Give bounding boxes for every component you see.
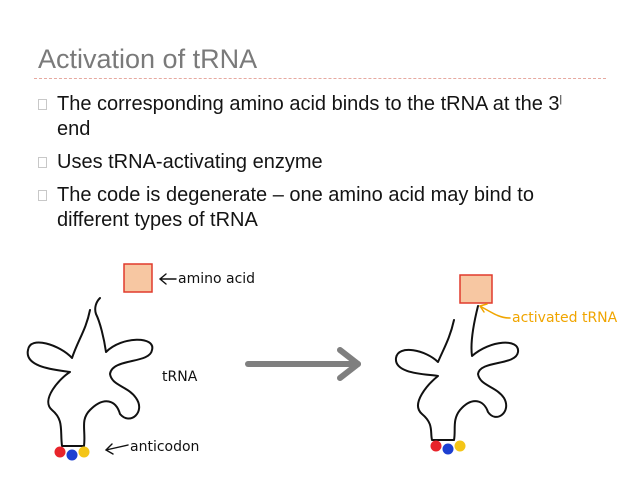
base-red: [430, 440, 442, 452]
bullet-text: The code is degenerate – one amino acid …: [57, 184, 534, 231]
trna-activation-diagram: amino acid tRNA anticodon activated tRNA: [26, 263, 618, 461]
bullet-text: Uses tRNA-activating enzyme: [57, 151, 323, 173]
base-blue: [66, 449, 78, 461]
bullet-text-part: The corresponding amino acid binds to th…: [57, 93, 560, 115]
left-arrow-icon: [158, 273, 177, 285]
left-arrow-icon: [478, 303, 511, 319]
trna-shape: [26, 297, 154, 447]
bullet-item: Uses tRNA-activating enzyme: [38, 150, 598, 175]
left-arrow-icon: [104, 443, 129, 455]
title-divider: [34, 78, 606, 79]
right-arrow-icon: [245, 347, 361, 381]
slide-title: Activation of tRNA: [38, 44, 258, 74]
bullet-superscript: |: [559, 94, 563, 106]
base-blue: [442, 443, 454, 455]
bullet-box-icon: [38, 190, 47, 201]
bullet-text: The corresponding amino acid binds to th…: [57, 92, 598, 142]
bullet-list: The corresponding amino acid binds to th…: [38, 92, 598, 241]
amino-acid-square: [123, 263, 153, 293]
base-yellow: [78, 446, 90, 458]
bullet-box-icon: [38, 99, 47, 110]
base-yellow: [454, 440, 466, 452]
bullet-box-icon: [38, 157, 47, 168]
bullet-item: The code is degenerate – one amino acid …: [38, 183, 598, 233]
trna-label: tRNA: [162, 369, 198, 385]
activated-trna-shape: [395, 305, 519, 441]
activated-trna-label: activated tRNA: [512, 310, 618, 326]
activated-amino-acid-square: [459, 274, 493, 304]
bullet-item: The corresponding amino acid binds to th…: [38, 92, 598, 142]
amino-acid-label: amino acid: [178, 271, 255, 287]
bullet-text-part: end: [57, 118, 91, 140]
base-red: [54, 446, 66, 458]
anticodon-label: anticodon: [130, 439, 199, 455]
